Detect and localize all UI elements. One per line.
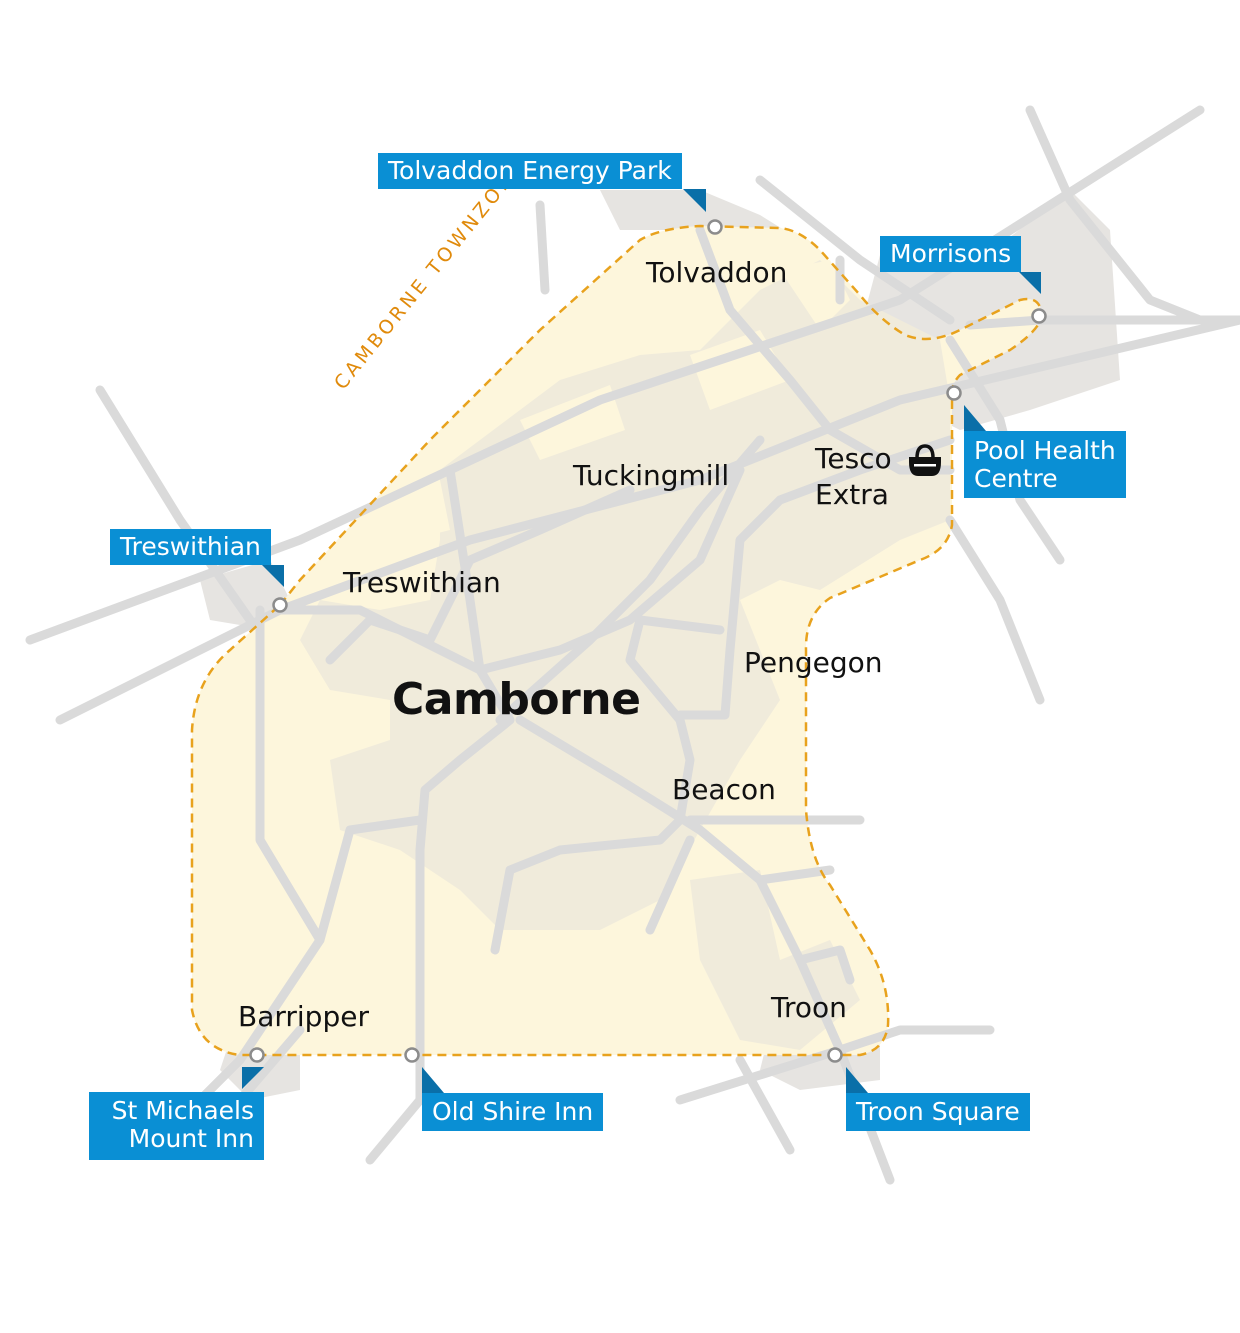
stop-label-troon-square[interactable]: Troon Square xyxy=(846,1093,1030,1131)
stop-label-text-line-1: St Michaels xyxy=(111,1096,254,1125)
stop-label-text: Troon Square xyxy=(856,1097,1020,1126)
stops xyxy=(249,219,1047,1063)
stop-label-treswithian[interactable]: Treswithian xyxy=(110,529,271,565)
shopping-basket-icon xyxy=(909,444,941,476)
stop-marker-tolvaddon-energy-park[interactable] xyxy=(707,219,723,235)
stop-marker-st-michaels-mount-inn[interactable] xyxy=(249,1047,265,1063)
place-label-tuckingmill: Tuckingmill xyxy=(573,459,730,492)
stop-label-old-shire-inn[interactable]: Old Shire Inn xyxy=(422,1093,604,1131)
town-label-camborne: Camborne xyxy=(392,674,641,725)
stop-label-tolvaddon-energy-park[interactable]: Tolvaddon Energy Park xyxy=(378,153,682,189)
stop-marker-old-shire-inn[interactable] xyxy=(404,1047,420,1063)
label-pointers xyxy=(242,189,1041,1093)
stop-label-pool-health-centre[interactable]: Pool Health Centre xyxy=(964,431,1126,498)
stop-label-text-line-2: Centre xyxy=(974,464,1058,493)
stop-label-st-michaels-mount-inn[interactable]: St Michaels Mount Inn xyxy=(89,1092,264,1160)
stop-label-morrisons[interactable]: Morrisons xyxy=(880,236,1022,272)
zone-border xyxy=(190,224,1044,1057)
stop-label-text: Old Shire Inn xyxy=(432,1097,594,1126)
stop-label-text: Treswithian xyxy=(120,532,261,561)
stop-marker-treswithian[interactable] xyxy=(272,597,288,613)
landmark-line-1: Tesco xyxy=(815,442,892,475)
landmark-line-2: Extra xyxy=(815,478,889,511)
stop-marker-troon-square[interactable] xyxy=(827,1047,843,1063)
landmark-label-tesco-extra: Tesco Extra xyxy=(815,441,892,513)
stop-marker-pool-health-centre[interactable] xyxy=(946,385,962,401)
roads xyxy=(25,105,1240,1185)
place-label-pengegon: Pengegon xyxy=(744,646,883,679)
stop-marker-morrisons[interactable] xyxy=(1031,308,1047,324)
stop-label-text: Tolvaddon Energy Park xyxy=(388,156,672,185)
stop-label-text: Morrisons xyxy=(890,239,1012,268)
stop-label-text-line-1: Pool Health xyxy=(974,436,1116,465)
place-label-tolvaddon: Tolvaddon xyxy=(646,256,788,289)
place-label-barripper: Barripper xyxy=(238,1000,369,1033)
place-label-treswithian: Treswithian xyxy=(343,566,501,599)
place-label-beacon: Beacon xyxy=(672,773,776,806)
stop-label-text-line-2: Mount Inn xyxy=(128,1124,254,1153)
place-label-troon: Troon xyxy=(771,991,847,1024)
